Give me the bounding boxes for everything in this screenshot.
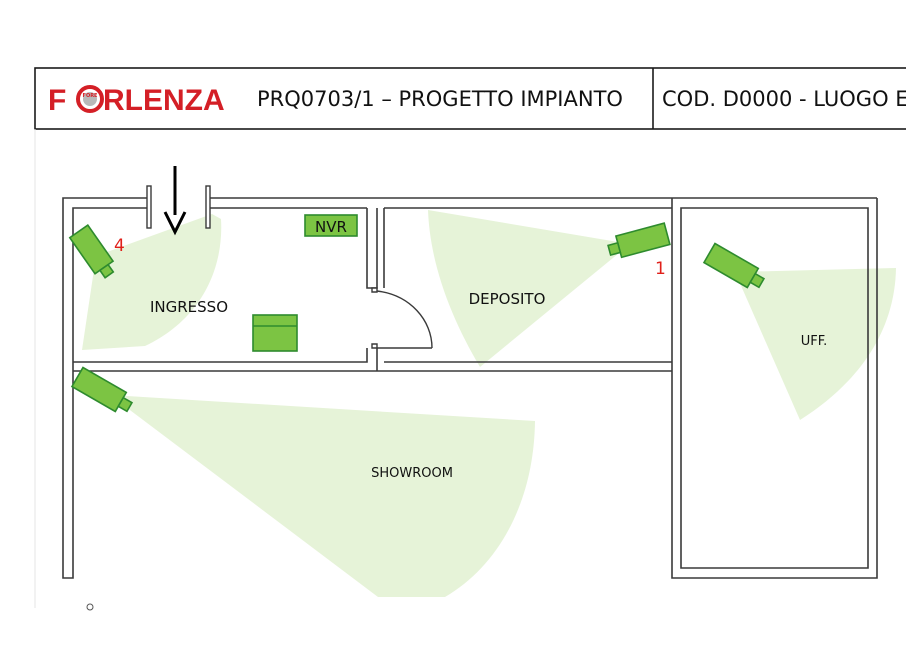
logo-text-left: F: [48, 84, 66, 117]
wall-ingresso-outer: [62, 197, 150, 371]
camera-4-number: 4: [114, 236, 125, 256]
wall-partition-top: [366, 208, 378, 289]
logo-badge-icon: FORE: [76, 85, 104, 113]
page-mark: [86, 603, 94, 611]
header-frame: [34, 67, 906, 130]
code-location: COD. D0000 - LUOGO E: [662, 87, 906, 111]
wall-showroom-left: [62, 371, 74, 579]
camera-1-icon: [607, 222, 671, 259]
entrance-jamb-right: [205, 185, 211, 229]
logo-badge-text: FORE: [83, 93, 99, 99]
storage-box-icon: [252, 314, 298, 352]
wall-ingresso-bottom-inner: [73, 348, 368, 363]
entrance-door: [146, 185, 211, 229]
forlenza-logo: F FORE RLENZA: [48, 84, 225, 117]
door-swing-arc: [376, 290, 433, 349]
room-label-showroom: SHOWROOM: [371, 466, 453, 481]
coverage-areas: [82, 210, 896, 597]
entrance-jamb-left: [146, 185, 152, 229]
room-label-uff: UFF.: [801, 334, 828, 349]
coverage-camera-showroom: [110, 395, 535, 597]
nvr-device: NVR: [304, 214, 358, 237]
wall-uff-outer: [671, 198, 878, 579]
coverage-camera-4: [82, 214, 222, 350]
logo-text-right: RLENZA: [103, 84, 225, 117]
walls: [62, 197, 878, 579]
room-label-ingresso: INGRESSO: [150, 298, 228, 316]
coverage-camera-uff: [735, 268, 896, 420]
wall-ingresso-inner: [72, 207, 150, 371]
project-title: PRQ0703/1 – PROGETTO IMPIANTO: [257, 87, 623, 111]
wall-uff-inner: [680, 207, 869, 569]
camera-1-number: 1: [655, 259, 666, 279]
swing-door: [371, 287, 433, 349]
room-label-deposito: DEPOSITO: [469, 290, 546, 308]
nvr-label: NVR: [315, 218, 347, 236]
coverage-camera-1: [428, 210, 630, 367]
entrance-arrow-icon: [163, 166, 187, 236]
camera-showroom-icon: [70, 366, 134, 413]
camera-uff-icon: [702, 242, 766, 289]
header-bar: F FORE RLENZA PRQ0703/1 – PROGETTO IMPIA…: [34, 67, 906, 130]
camera-4-icon: [68, 224, 115, 279]
